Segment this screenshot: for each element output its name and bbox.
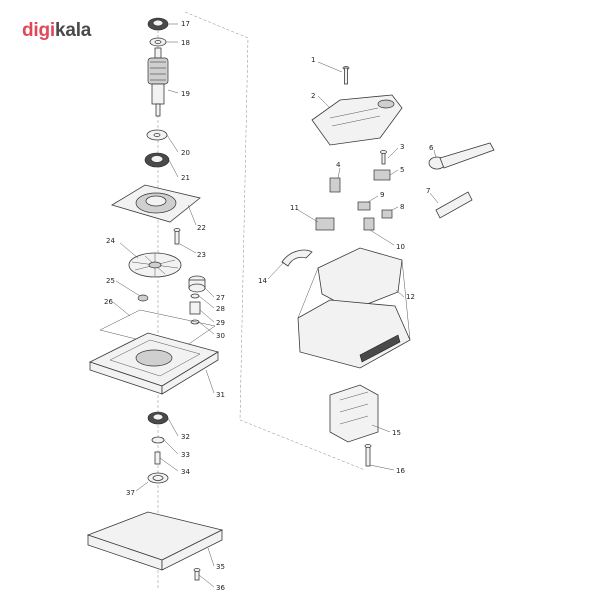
- part-29-spacer: [189, 301, 201, 315]
- part-36-screw: [193, 568, 201, 581]
- alignment-line-right: [184, 11, 366, 471]
- label-32: 32: [181, 433, 190, 441]
- part-20-washer: [146, 129, 168, 141]
- part-31-base: [88, 332, 220, 395]
- part-5-brush-holder: [373, 169, 391, 181]
- part-34-screw: [154, 451, 161, 465]
- part-6-handle-grip: [428, 142, 495, 170]
- label-2: 2: [311, 92, 315, 100]
- label-8: 8: [400, 203, 404, 211]
- label-16: 16: [396, 467, 405, 475]
- part-8-switch: [381, 209, 393, 219]
- part-18-washer: [149, 37, 167, 47]
- part-37-seal: [147, 472, 169, 484]
- label-10: 10: [396, 243, 405, 251]
- part-14-arrow: [281, 249, 313, 267]
- label-29: 29: [216, 319, 225, 327]
- label-15: 15: [392, 429, 401, 437]
- part-27-weight: [188, 275, 206, 293]
- label-31: 31: [216, 391, 225, 399]
- label-30: 30: [216, 332, 225, 340]
- part-7-tube: [435, 191, 473, 219]
- label-24: 24: [106, 237, 115, 245]
- label-37: 37: [126, 489, 135, 497]
- label-35: 35: [216, 563, 225, 571]
- label-12: 12: [406, 293, 415, 301]
- part-10-connector: [363, 217, 375, 231]
- part-28-ring: [190, 293, 200, 299]
- part-21-bearing: [144, 152, 170, 168]
- label-20: 20: [181, 149, 190, 157]
- part-1-screw: [342, 66, 350, 85]
- label-6: 6: [429, 144, 434, 152]
- label-7: 7: [426, 187, 430, 195]
- logo-part-1: digi: [22, 20, 55, 41]
- label-17: 17: [181, 20, 190, 28]
- leader-lines: [112, 23, 439, 588]
- part-4-brush-holder: [329, 177, 341, 193]
- part-23-pin: [173, 228, 181, 245]
- label-25: 25: [106, 277, 115, 285]
- label-14: 14: [258, 277, 267, 285]
- part-9-terminal: [357, 201, 371, 211]
- label-36: 36: [216, 584, 225, 592]
- part-labels: 17 18 19 20 21 22 23 24 25 26 27 28 29 3…: [104, 20, 434, 592]
- part-17-bearing: [147, 17, 169, 31]
- part-22-bearing-housing: [111, 184, 201, 223]
- label-3: 3: [400, 143, 404, 151]
- label-23: 23: [197, 251, 206, 259]
- label-27: 27: [216, 294, 225, 302]
- part-35-pad: [86, 511, 224, 571]
- part-30-ring: [190, 319, 200, 325]
- label-21: 21: [181, 174, 190, 182]
- label-5: 5: [400, 166, 404, 174]
- part-16-screw: [364, 444, 372, 467]
- part-19-armature: [147, 47, 169, 117]
- part-3-screw: [380, 150, 387, 165]
- label-28: 28: [216, 305, 225, 313]
- logo-part-2: kala: [54, 20, 92, 41]
- digikala-logo: digikala: [22, 20, 91, 42]
- label-33: 33: [181, 451, 190, 459]
- part-15-field-coil: [329, 384, 379, 443]
- label-9: 9: [380, 191, 384, 199]
- label-4: 4: [336, 161, 341, 169]
- part-12-motor-housing: [297, 247, 411, 369]
- part-11-switch-block: [315, 217, 335, 231]
- part-25-nut: [137, 294, 149, 302]
- label-19: 19: [181, 90, 190, 98]
- label-26: 26: [104, 298, 113, 306]
- label-22: 22: [197, 224, 206, 232]
- part-33-washer: [151, 436, 165, 444]
- part-24-fan: [128, 252, 182, 278]
- label-34: 34: [181, 468, 190, 476]
- part-32-bearing: [147, 411, 169, 425]
- label-1: 1: [311, 56, 315, 64]
- part-2-cover: [311, 94, 403, 146]
- label-11: 11: [290, 204, 299, 212]
- label-18: 18: [181, 39, 190, 47]
